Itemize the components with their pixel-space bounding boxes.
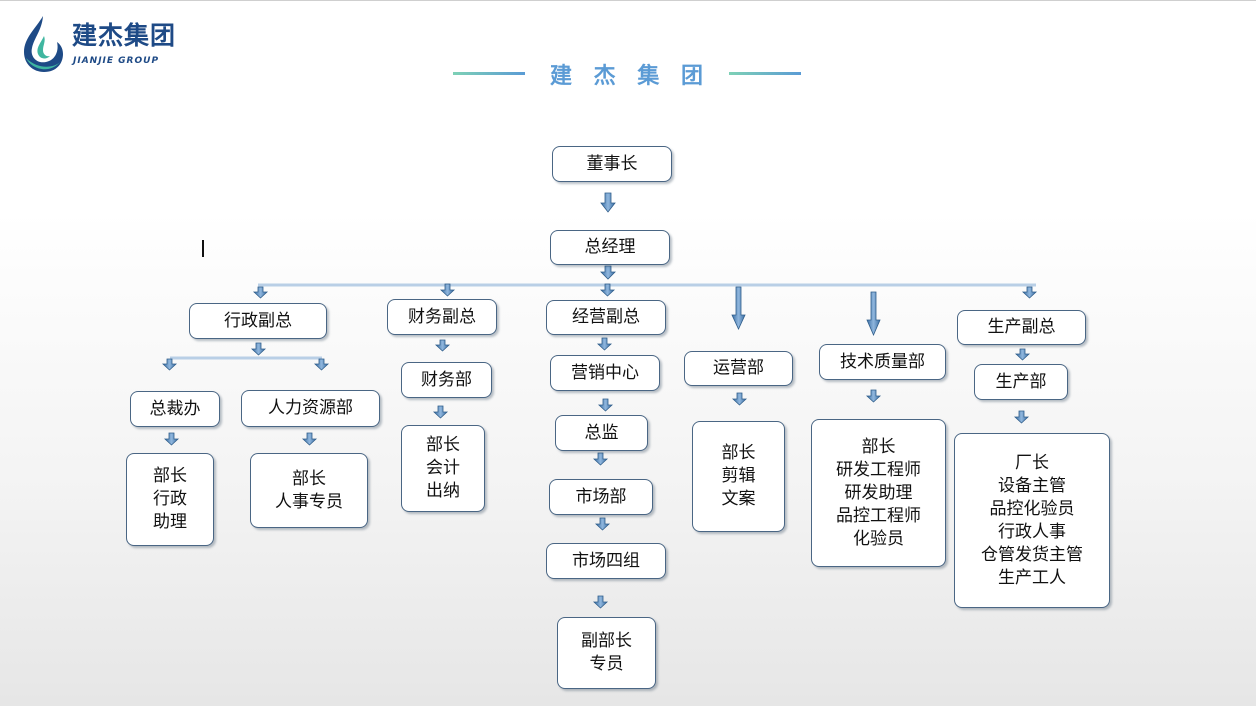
node-finance-dept: 财务部 bbox=[401, 362, 492, 398]
arrow-icon bbox=[594, 517, 611, 531]
water-drop-logo-icon bbox=[24, 16, 63, 72]
top-border bbox=[0, 0, 1256, 1]
arrow-icon bbox=[439, 283, 456, 297]
arrow-icon bbox=[252, 286, 269, 299]
header-rule-left bbox=[453, 72, 525, 75]
arrow-icon bbox=[301, 432, 318, 446]
page-title: 建 杰 集 团 bbox=[550, 64, 710, 89]
node-business-vp: 经营副总 bbox=[546, 300, 666, 335]
arrow-icon bbox=[1021, 286, 1038, 299]
node-market-staff: 副部长 专员 bbox=[557, 617, 656, 689]
node-operations-dept: 运营部 bbox=[684, 351, 793, 386]
arrow-icon bbox=[596, 337, 613, 351]
arrow-icon bbox=[592, 595, 609, 609]
node-hr-staff: 部长 人事专员 bbox=[250, 453, 368, 528]
node-chairman: 董事长 bbox=[552, 146, 672, 182]
node-general-manager: 总经理 bbox=[550, 230, 670, 265]
node-market-dept: 市场部 bbox=[549, 479, 653, 515]
arrow-icon bbox=[161, 358, 178, 371]
node-hr-dept: 人力资源部 bbox=[241, 390, 380, 427]
arrow-icon bbox=[592, 452, 609, 466]
text-cursor bbox=[202, 240, 204, 257]
node-finance-vp: 财务副总 bbox=[387, 299, 497, 335]
node-operations-staff: 部长 剪辑 文案 bbox=[692, 421, 785, 532]
company-logo: 建杰集团 JIANJIE GROUP bbox=[20, 14, 190, 74]
node-tech-quality-dept: 技术质量部 bbox=[819, 344, 946, 380]
node-president-office-staff: 部长 行政 助理 bbox=[126, 453, 214, 546]
node-finance-staff: 部长 会计 出纳 bbox=[401, 425, 485, 512]
node-market-group4: 市场四组 bbox=[546, 543, 666, 579]
node-production-vp: 生产副总 bbox=[957, 310, 1086, 345]
arrow-icon bbox=[1013, 410, 1030, 424]
node-production-dept: 生产部 bbox=[974, 364, 1068, 400]
arrow-icon bbox=[731, 286, 746, 330]
arrow-icon bbox=[597, 398, 614, 412]
node-admin-vp: 行政副总 bbox=[189, 303, 327, 339]
arrow-icon bbox=[599, 283, 616, 297]
arrow-icon bbox=[731, 392, 748, 406]
header-rule-right bbox=[729, 72, 801, 75]
arrow-icon bbox=[250, 342, 267, 356]
logo-subtitle: JIANJIE GROUP bbox=[73, 56, 160, 66]
node-director: 总监 bbox=[555, 415, 648, 451]
node-marketing-center: 营销中心 bbox=[550, 355, 660, 391]
logo-name: 建杰集团 bbox=[72, 21, 177, 50]
arrow-icon bbox=[313, 358, 330, 371]
node-president-office: 总裁办 bbox=[130, 391, 220, 427]
arrow-icon bbox=[1014, 348, 1031, 361]
arrow-icon bbox=[600, 265, 616, 280]
arrow-icon bbox=[163, 432, 180, 446]
arrow-icon bbox=[600, 192, 616, 213]
arrow-icon bbox=[866, 291, 881, 337]
node-production-staff: 厂长 设备主管 品控化验员 行政人事 仓管发货主管 生产工人 bbox=[954, 433, 1110, 608]
node-tech-quality-staff: 部长 研发工程师 研发助理 品控工程师 化验员 bbox=[811, 419, 946, 567]
arrow-icon bbox=[434, 339, 451, 352]
arrow-icon bbox=[432, 405, 449, 419]
arrow-icon bbox=[865, 389, 882, 403]
